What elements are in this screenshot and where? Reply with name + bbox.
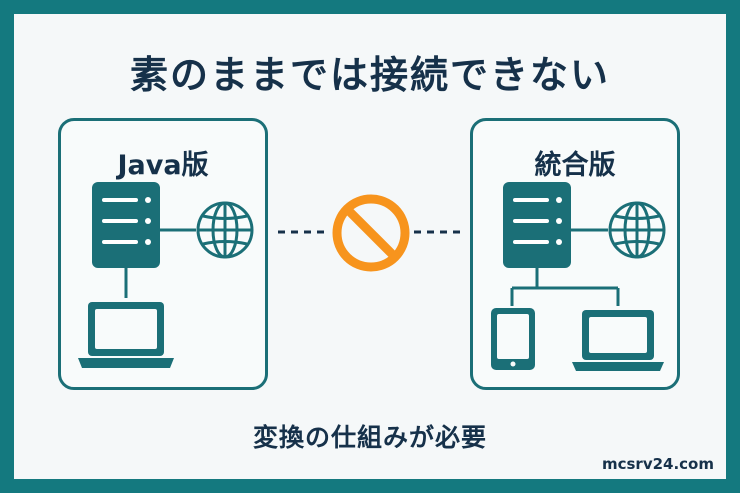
bedrock-edition-title: 統合版 <box>534 150 616 181</box>
bedrock-tablet-icon <box>491 308 535 370</box>
java-server-icon <box>92 182 160 268</box>
bedrock-laptop-icon <box>572 310 664 371</box>
java-edition-title: Java版 <box>117 150 209 181</box>
diagram-caption: 変換の仕組みが必要 <box>252 423 487 452</box>
diagram-title: 素のままでは接続できない <box>129 53 610 97</box>
bedrock-device-branch-lines <box>510 268 620 306</box>
bedrock-globe-icon <box>608 201 666 259</box>
bedrock-server-icon <box>503 182 571 268</box>
java-globe-icon <box>196 201 254 259</box>
site-watermark: mcsrv24.com <box>601 455 714 473</box>
java-laptop-icon <box>78 302 174 368</box>
blocked-icon <box>332 194 410 272</box>
